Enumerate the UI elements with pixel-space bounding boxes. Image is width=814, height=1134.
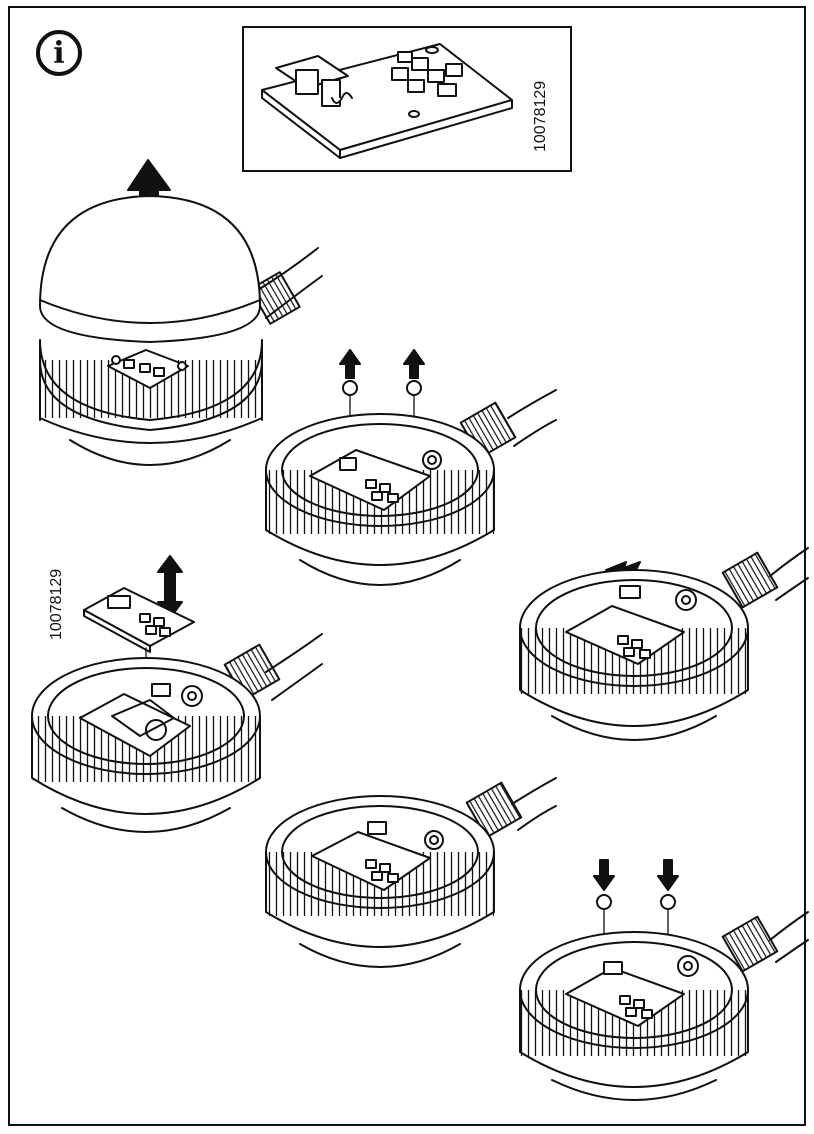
info-glyph: i: [53, 35, 65, 71]
step-unscrew: [265, 349, 557, 586]
step-slide-connector: [519, 547, 809, 741]
info-icon: i: [36, 30, 82, 76]
step-lift-board: [31, 555, 323, 833]
step-screw-in: [519, 859, 809, 1101]
inset-circuit-board: [261, 43, 513, 159]
page-border: [8, 6, 806, 1126]
spare-part-inset: [242, 26, 572, 172]
step-push-connector: [265, 777, 557, 968]
step-remove-dome: [39, 159, 323, 466]
